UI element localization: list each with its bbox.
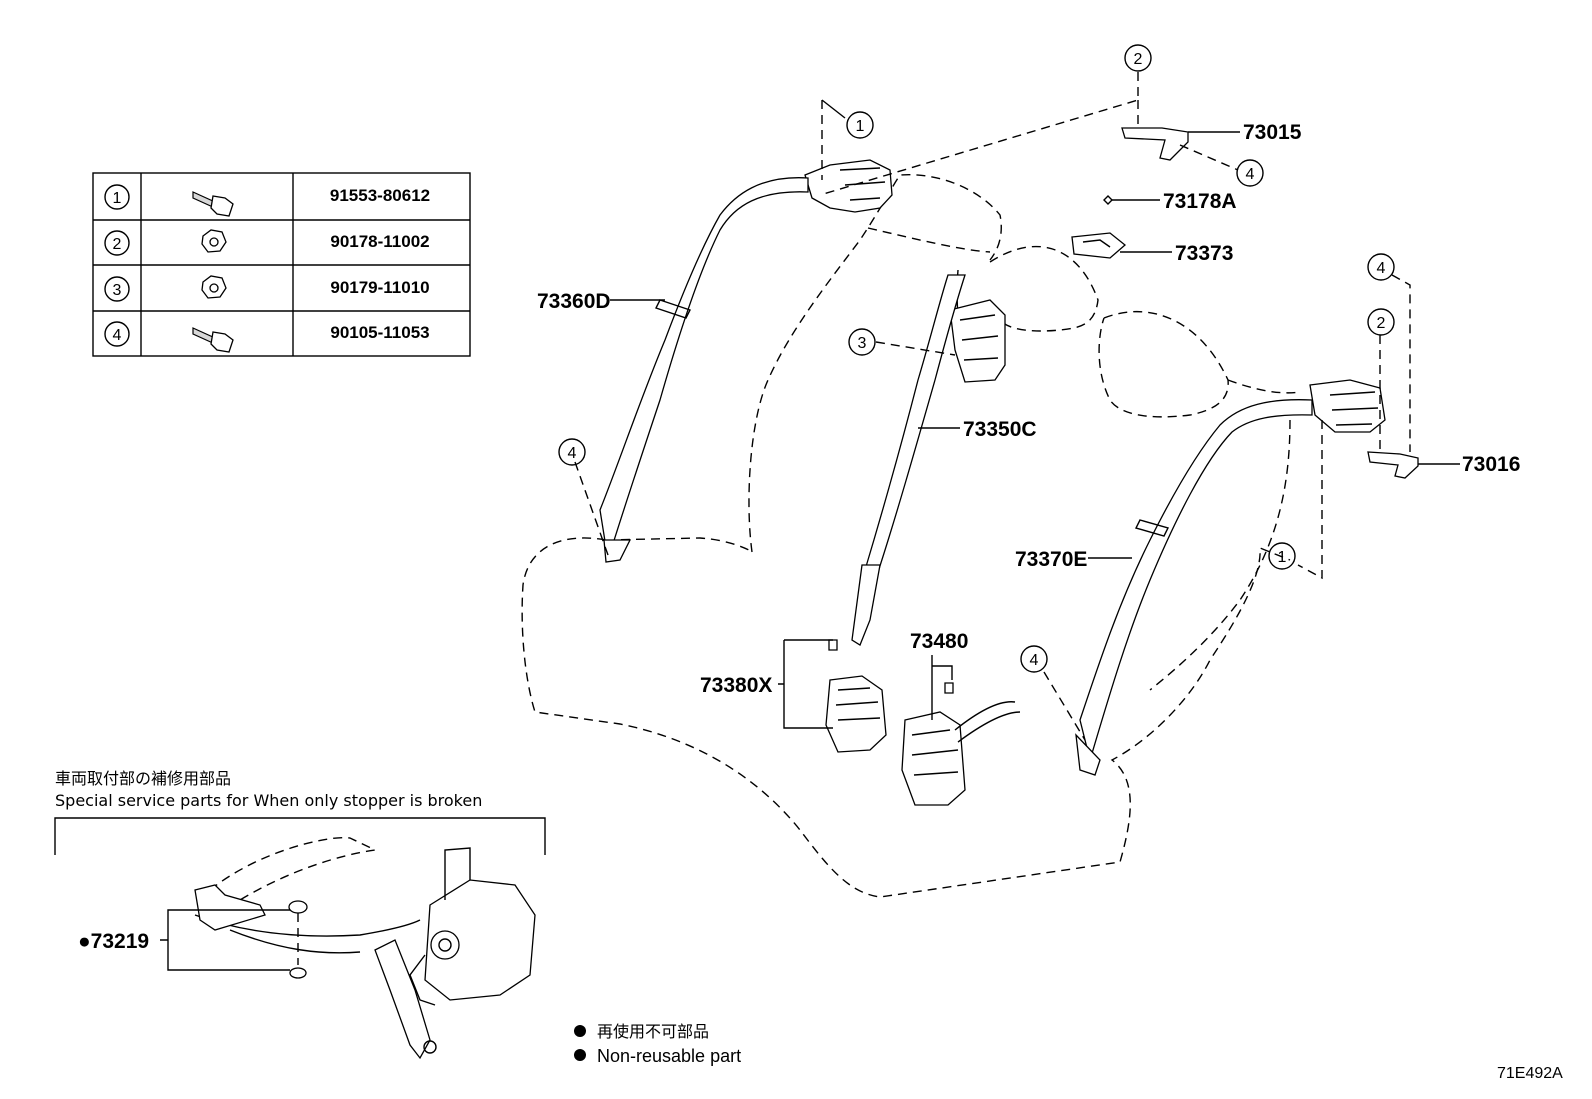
table-row: 2 90178-11002	[104, 229, 430, 256]
leader-lines	[574, 72, 1460, 741]
callout-3: 3	[858, 335, 867, 352]
special-parts-title-en: Special service parts for When only stop…	[55, 791, 482, 810]
callout-4-right: 4	[1377, 260, 1386, 277]
clip-73178a	[1103, 195, 1113, 205]
callout-1-top: 1	[856, 118, 865, 135]
label-73178a: 73178A	[1163, 190, 1237, 213]
buckle-73380x	[825, 639, 887, 753]
legend-jp: 再使用不可部品	[597, 1022, 709, 1041]
label-73370e: 73370E	[1015, 548, 1087, 571]
table-row: 4 90105-11053	[104, 321, 430, 353]
right-belt-assembly	[1075, 379, 1386, 776]
callout-1-right: 1	[1278, 549, 1287, 566]
table-part-no-3: 90179-11010	[330, 278, 429, 297]
legend: 再使用不可部品 Non-reusable part	[574, 1022, 741, 1066]
callout-4-left: 4	[568, 445, 577, 462]
part-labels: 73015 73178A 73373 73360D 73350C 73016 7…	[537, 121, 1520, 697]
bracket-73015	[1121, 127, 1189, 161]
special-service-parts-inset: 車両取付部の補修用部品 Special service parts for Wh…	[54, 769, 546, 1060]
center-belt-assembly	[851, 274, 1006, 646]
label-73480: 73480	[910, 630, 968, 653]
diagram-code: 71E492A	[1497, 1065, 1563, 1082]
bracket-73016	[1367, 451, 1419, 479]
table-row: 1 91553-80612	[104, 184, 430, 217]
buckle-73480	[901, 682, 1021, 806]
table-row: 3 90179-11010	[104, 275, 430, 302]
fastener-table: 1 91553-80612 2 90178-11002 3	[92, 172, 471, 357]
legend-en: Non-reusable part	[597, 1046, 741, 1066]
label-73219: ●73219	[78, 930, 149, 953]
callouts: 1 2 4 3 4 4 2 1 4	[558, 44, 1395, 673]
table-ref-2: 2	[113, 236, 122, 253]
callout-4-upper: 4	[1246, 166, 1255, 183]
nut-icon	[201, 275, 227, 299]
table-part-no-2: 90178-11002	[330, 232, 429, 251]
table-ref-4: 4	[113, 327, 122, 344]
bolt-icon	[192, 191, 234, 217]
bezel-73373	[1071, 232, 1127, 259]
callout-2-right: 2	[1377, 315, 1386, 332]
label-73360d: 73360D	[537, 290, 611, 313]
label-73350c: 73350C	[963, 418, 1037, 441]
label-73380x: 73380X	[700, 674, 772, 697]
non-reusable-marker-icon	[574, 1049, 586, 1061]
table-part-no-1: 91553-80612	[330, 186, 430, 205]
rear-seat-outline	[521, 173, 1301, 898]
label-73373: 73373	[1175, 242, 1233, 265]
left-belt-assembly	[599, 159, 893, 563]
callout-4-bottom: 4	[1030, 652, 1039, 669]
non-reusable-marker-icon	[574, 1025, 586, 1037]
table-ref-3: 3	[113, 282, 122, 299]
table-part-no-4: 90105-11053	[330, 323, 429, 342]
callout-2-top: 2	[1134, 51, 1143, 68]
nut-icon	[201, 229, 227, 253]
special-parts-title-jp: 車両取付部の補修用部品	[55, 769, 231, 788]
bolt-icon	[192, 327, 234, 353]
table-ref-1: 1	[113, 190, 122, 207]
label-73016: 73016	[1462, 453, 1520, 476]
label-73015: 73015	[1243, 121, 1302, 144]
